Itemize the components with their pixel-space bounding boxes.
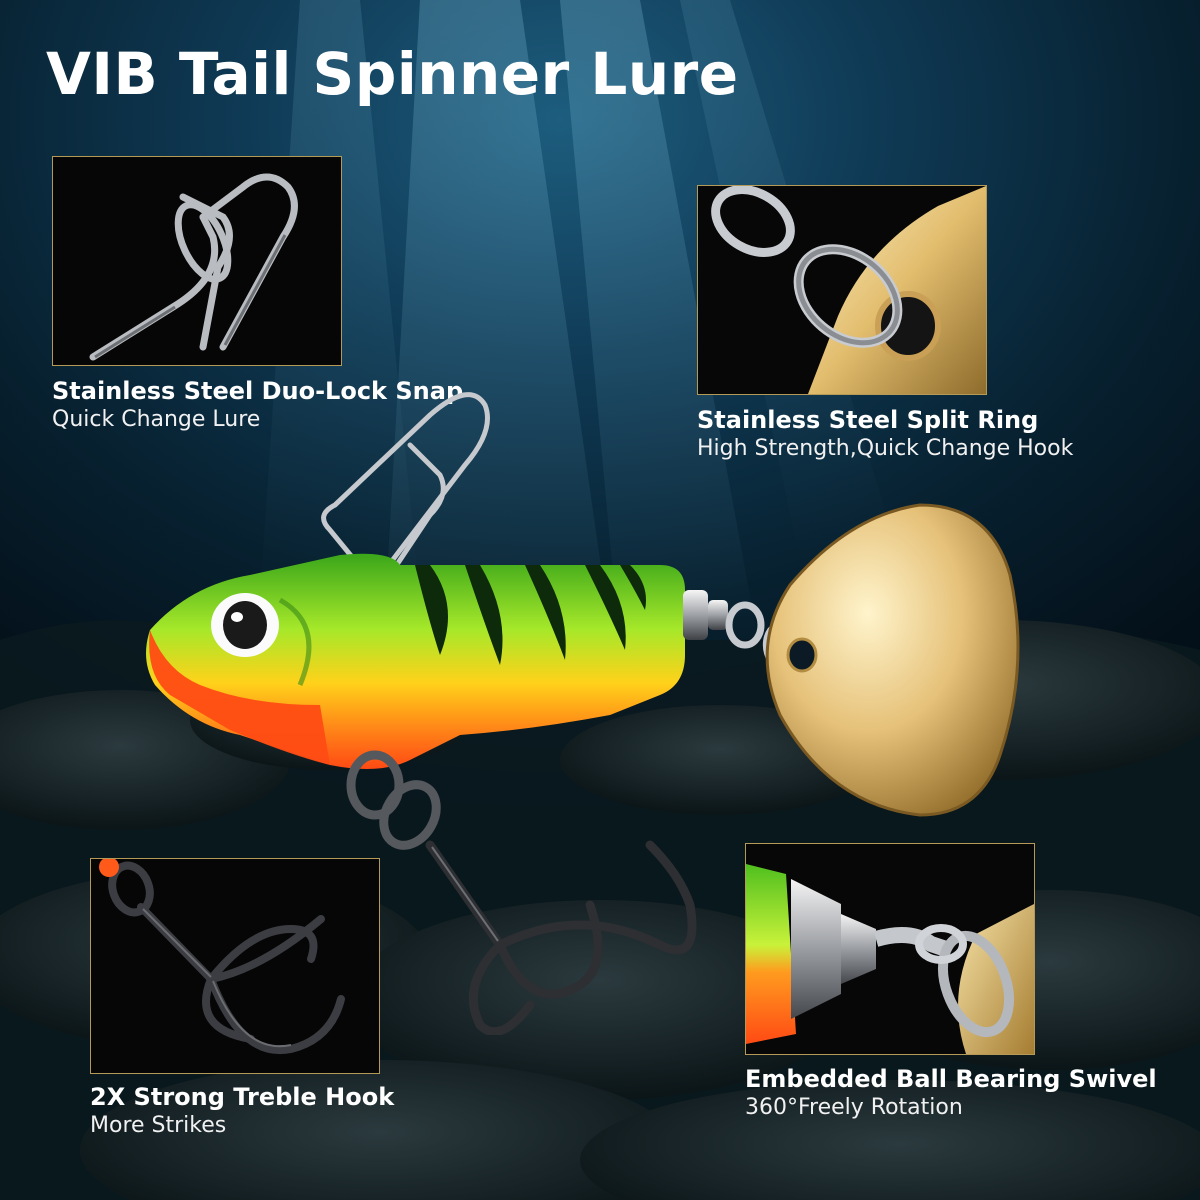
feature-subtext: More Strikes (90, 1113, 227, 1138)
feature-heading: Stainless Steel Split Ring (697, 406, 1039, 434)
vib-lure-illustration (146, 392, 1020, 1035)
spinner-blade (765, 503, 1020, 817)
swivel-closeup-panel (745, 843, 1035, 1055)
feature-heading: Stainless Steel Duo-Lock Snap (52, 377, 464, 405)
treble-hook-icon (91, 859, 379, 1073)
feature-subtext: Quick Change Lure (52, 407, 261, 432)
feature-subtext: High Strength,Quick Change Hook (697, 436, 1074, 461)
feature-subtext: 360°Freely Rotation (745, 1095, 963, 1120)
split-ring-icon (698, 186, 986, 394)
snap-closeup-panel (52, 156, 342, 366)
feature-heading: Embedded Ball Bearing Swivel (745, 1065, 1157, 1093)
treble-hook (346, 750, 697, 1035)
split-ring-closeup-panel (697, 185, 987, 395)
feature-heading: 2X Strong Treble Hook (90, 1083, 395, 1111)
duo-lock-snap-icon (53, 157, 341, 365)
page-title: VIB Tail Spinner Lure (46, 40, 739, 108)
ball-bearing-swivel-icon (746, 844, 1034, 1054)
treble-hook-closeup-panel (90, 858, 380, 1074)
lure-body (146, 553, 728, 769)
